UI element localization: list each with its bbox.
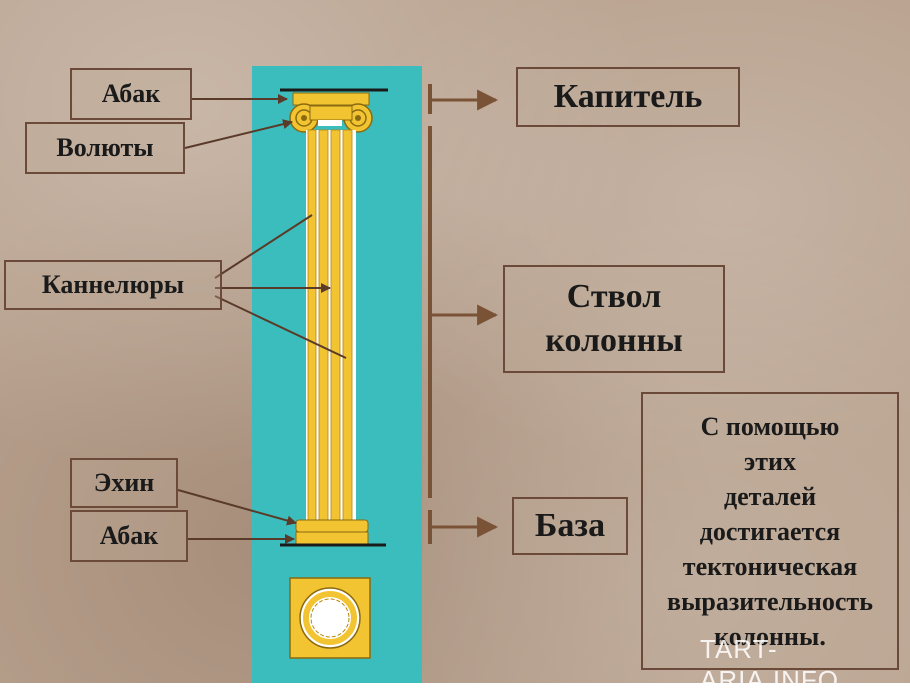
label-abacus-top-text: Абак — [101, 79, 161, 108]
note-line-6: выразительность — [667, 586, 873, 616]
label-abacus-top: Абак — [70, 68, 192, 120]
label-echinus-text: Эхин — [93, 468, 155, 497]
base-plinth — [295, 531, 369, 545]
label-echinus: Эхин — [70, 458, 178, 508]
leader-flutes-3 — [214, 295, 347, 359]
label-flutes-text: Каннелюры — [41, 270, 185, 299]
label-abacus-bottom-text: Абак — [99, 521, 159, 550]
label-volutes-text: Волюты — [56, 133, 154, 162]
note-line-5: тектоническая — [682, 551, 858, 581]
label-volutes: Волюты — [25, 122, 185, 174]
note-box: С помощью этих деталей достигается текто… — [641, 392, 899, 670]
echinus-shape — [295, 519, 369, 533]
label-shaft-line1: Ствол — [566, 278, 662, 315]
label-abacus-bottom: Абак — [70, 510, 188, 562]
note-line-4: достигается — [699, 516, 841, 546]
column-shaft — [306, 129, 356, 521]
volutes-shape — [289, 103, 373, 133]
label-shaft: Ствол колонны — [503, 265, 725, 373]
note-line-3: деталей — [723, 481, 817, 511]
note-line-2: этих — [744, 446, 796, 476]
capital-block — [292, 92, 370, 106]
leader-volutes — [184, 119, 293, 149]
watermark: TART-ARIA.INFO — [700, 634, 840, 695]
label-flutes: Каннелюры — [4, 260, 222, 310]
label-base: База — [512, 497, 628, 555]
note-line-7: колонны. — [714, 621, 826, 651]
label-capital: Капитель — [516, 67, 740, 127]
column-cross-section — [289, 577, 371, 659]
label-shaft-line2: колонны — [545, 322, 683, 359]
label-base-text: База — [534, 507, 606, 544]
label-capital-text: Капитель — [553, 78, 703, 115]
note-line-1: С помощью — [700, 411, 840, 441]
leader-echinus — [177, 489, 297, 526]
leader-flutes-1 — [214, 214, 313, 279]
